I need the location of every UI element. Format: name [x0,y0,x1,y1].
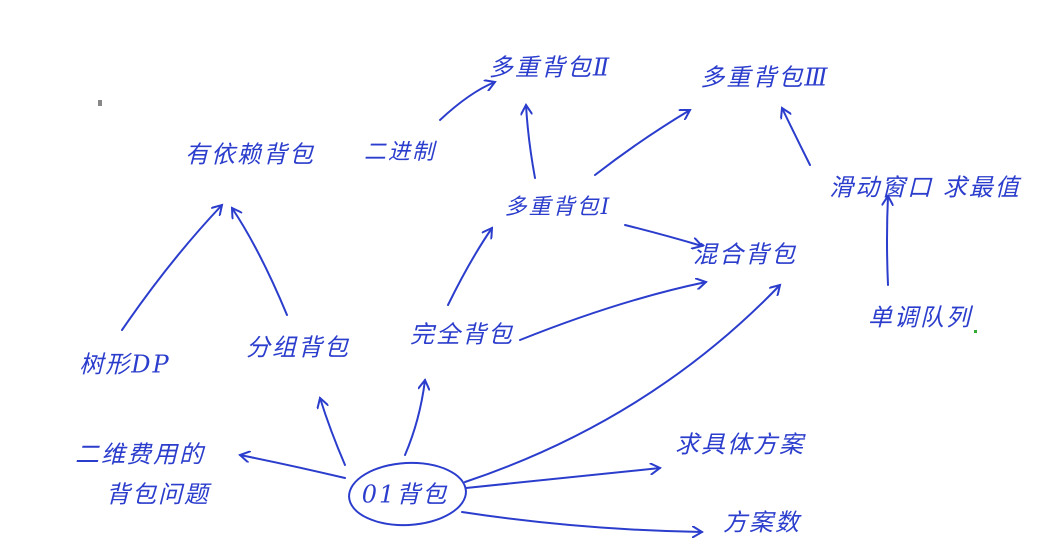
node-complete-knapsack: 完全背包 [410,320,514,349]
arrow-multi1-mixed [624,224,702,246]
arrow-complete-multi1 [447,228,492,306]
arrow-monotonic-sliding [887,196,888,286]
arrow-sliding-multi3 [782,108,811,166]
node-multi-knapsack-2: 多重背包Ⅱ [488,53,612,82]
node-multi-knapsack-3: 多重背包Ⅲ [700,63,830,92]
arrow-binary-multi2 [439,82,495,121]
node-specific-plan: 求具体方案 [675,430,805,459]
node-01-knapsack: 01背包 [361,480,449,509]
node-two-dim-cost-line1: 二维费用的 [75,440,205,469]
arrow-01-mixed [464,285,780,483]
node-group-knapsack: 分组背包 [246,333,350,362]
arrow-complete-mixed [519,282,706,341]
arrow-group-dependent [232,208,288,316]
node-binary: 二进制 [363,140,437,165]
arrow-treedp-dependent [121,205,222,331]
stray-mark [974,330,977,333]
stray-mark [98,100,102,106]
node-two-dim-cost-line2: 背包问题 [106,480,210,509]
arrow-01-complete [404,380,425,456]
arrow-01-twodim [240,455,346,479]
arrow-multi1-multi3 [594,110,690,176]
arrow-01-plan [465,468,660,489]
arrow-01-count [461,511,702,532]
node-mixed-knapsack: 混合背包 [693,240,797,269]
node-tree-dp: 树形DP [79,350,171,379]
node-dependent-knapsack: 有依赖背包 [185,140,315,169]
arrow-multi1-multi2 [526,105,536,179]
node-monotonic-queue: 单调队列 [868,303,972,332]
node-plan-count: 方案数 [723,508,801,537]
node-sliding-window: 滑动窗口 求最值 [829,173,1021,202]
node-multi-knapsack-1: 多重背包Ⅰ [504,195,612,220]
arrow-01-group [320,398,346,466]
